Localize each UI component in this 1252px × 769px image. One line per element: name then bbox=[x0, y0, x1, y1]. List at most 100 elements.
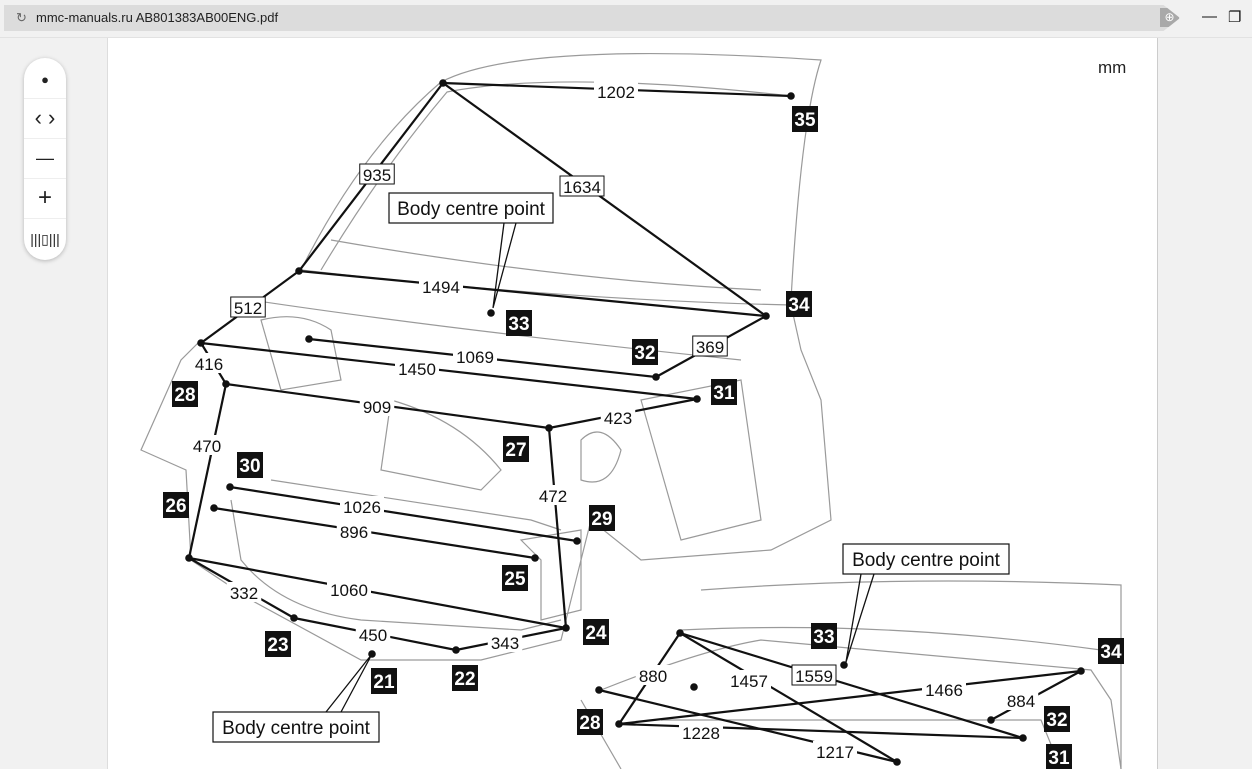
dimension-label-bg bbox=[395, 358, 439, 378]
minimize-button[interactable]: — bbox=[1202, 8, 1217, 25]
measurement-point-dot bbox=[210, 504, 218, 512]
point-badge bbox=[711, 379, 737, 405]
dimension-label-bg bbox=[791, 664, 837, 686]
measurement-point-dot bbox=[562, 624, 570, 632]
dot-tool-button[interactable]: ● bbox=[24, 58, 66, 99]
minus-icon: — bbox=[36, 148, 54, 168]
point-badge bbox=[506, 310, 532, 336]
dimension-label-bg bbox=[359, 396, 395, 416]
dimension-label: 1060 bbox=[330, 581, 368, 600]
dimension-label: 332 bbox=[230, 584, 258, 603]
point-badge-number: 28 bbox=[579, 713, 600, 734]
dimension-label-bg bbox=[679, 722, 723, 742]
dimension-label: 512 bbox=[234, 299, 262, 318]
point-badge-number: 22 bbox=[454, 669, 475, 690]
dimension-label: 1069 bbox=[456, 348, 494, 367]
measurement-points bbox=[185, 79, 1085, 766]
unit-label: mm bbox=[1098, 58, 1127, 77]
measurement-point-dot bbox=[1019, 734, 1027, 742]
measurement-point-dot bbox=[226, 483, 234, 491]
dimension-line bbox=[213, 506, 536, 560]
body-dimension-diagram: 1202935163414945121069145036941690942347… bbox=[140, 52, 1124, 769]
measurement-point-dot bbox=[452, 646, 460, 654]
callout-box bbox=[212, 711, 380, 743]
callout-box bbox=[842, 543, 1010, 575]
dimension-labels: 1202935163414945121069145036941690942347… bbox=[189, 81, 1039, 762]
callout-pointer bbox=[492, 222, 517, 309]
point-badge-number: 21 bbox=[373, 672, 395, 693]
measurement-point-dot bbox=[531, 554, 539, 562]
measurement-point-dot bbox=[690, 683, 698, 691]
point-badge-number: 33 bbox=[813, 627, 834, 648]
zoom-in-button[interactable]: + bbox=[24, 178, 66, 219]
dimension-label-bg bbox=[226, 582, 262, 602]
dimension-line bbox=[229, 485, 578, 543]
measurement-point-dot bbox=[222, 380, 230, 388]
point-badge-number: 33 bbox=[508, 314, 529, 335]
dimension-label-bg bbox=[336, 521, 372, 541]
measurement-point-dot bbox=[545, 424, 553, 432]
dimension-line bbox=[442, 82, 767, 317]
restore-button[interactable]: ❐ bbox=[1228, 9, 1242, 26]
pdf-tool-panel: ● ‹ › — + |||▯||| bbox=[24, 58, 66, 260]
point-badge bbox=[172, 381, 198, 407]
body-centre-point-label: Body centre point bbox=[222, 718, 371, 739]
point-badge bbox=[1098, 638, 1124, 664]
dimension-label: 416 bbox=[195, 355, 223, 374]
dimension-label-bg bbox=[230, 296, 266, 318]
point-badge bbox=[163, 492, 189, 518]
measurement-point-dot bbox=[987, 716, 995, 724]
point-badge-number: 34 bbox=[1100, 642, 1122, 663]
dimension-label-bg bbox=[559, 175, 605, 197]
dimension-label: 884 bbox=[1007, 692, 1035, 711]
point-badge bbox=[371, 668, 397, 694]
globe-icon[interactable]: ⊕ bbox=[1160, 8, 1179, 27]
measurement-point-dot bbox=[487, 309, 495, 317]
dimension-label-bg bbox=[635, 665, 671, 685]
dimension-label-bg bbox=[535, 485, 571, 505]
url-text[interactable]: mmc-manuals.ru AB801383AB00ENG.pdf bbox=[36, 10, 279, 25]
point-badge bbox=[632, 339, 658, 365]
address-bar[interactable]: ↻ mmc-manuals.ru AB801383AB00ENG.pdf ⊕ bbox=[4, 5, 1180, 31]
measurement-point-dot bbox=[185, 554, 193, 562]
dimension-label: 935 bbox=[363, 166, 391, 185]
vehicle-body-sketch bbox=[140, 52, 1122, 769]
dimension-label: 1202 bbox=[597, 83, 635, 102]
point-badge bbox=[452, 665, 478, 691]
reload-icon[interactable]: ↻ bbox=[16, 10, 27, 25]
point-badge bbox=[577, 709, 603, 735]
dimension-label-bg bbox=[359, 163, 395, 185]
callout-pointer bbox=[845, 573, 875, 663]
dimension-label-bg bbox=[692, 335, 728, 357]
dimension-line bbox=[679, 632, 898, 763]
point-badge-number: 30 bbox=[239, 456, 260, 477]
point-badge-number: 35 bbox=[794, 110, 816, 131]
point-badge-number: 29 bbox=[591, 509, 612, 530]
dimension-label: 472 bbox=[539, 487, 567, 506]
point-badge-number: 23 bbox=[267, 635, 288, 656]
dimension-label: 1450 bbox=[398, 360, 436, 379]
dimension-label-bg bbox=[189, 435, 225, 455]
dimension-label-bg bbox=[355, 624, 391, 644]
dimension-label-bg bbox=[191, 353, 227, 373]
dimension-label: 343 bbox=[491, 634, 519, 653]
point-badge-number: 31 bbox=[1048, 748, 1070, 769]
measurement-point-dot bbox=[1077, 667, 1085, 675]
zoom-out-button[interactable]: — bbox=[24, 138, 66, 179]
dimension-label-bg bbox=[340, 496, 384, 516]
dimension-line bbox=[298, 269, 767, 318]
point-badge-number: 28 bbox=[174, 385, 195, 406]
dimension-label: 1026 bbox=[343, 498, 381, 517]
point-badge-number: 34 bbox=[788, 295, 810, 316]
dimension-label: 470 bbox=[193, 437, 221, 456]
dimension-label: 1559 bbox=[795, 667, 833, 686]
point-badge bbox=[792, 106, 818, 132]
point-badge bbox=[237, 452, 263, 478]
page-nav-button[interactable]: ‹ › bbox=[24, 98, 66, 139]
dimension-line bbox=[200, 341, 698, 401]
point-badge-number: 27 bbox=[505, 440, 526, 461]
fit-page-button[interactable]: |||▯||| bbox=[24, 218, 66, 258]
browser-toolbar: ↻ mmc-manuals.ru AB801383AB00ENG.pdf ⊕ —… bbox=[0, 0, 1252, 38]
dimension-label: 1494 bbox=[422, 278, 460, 297]
